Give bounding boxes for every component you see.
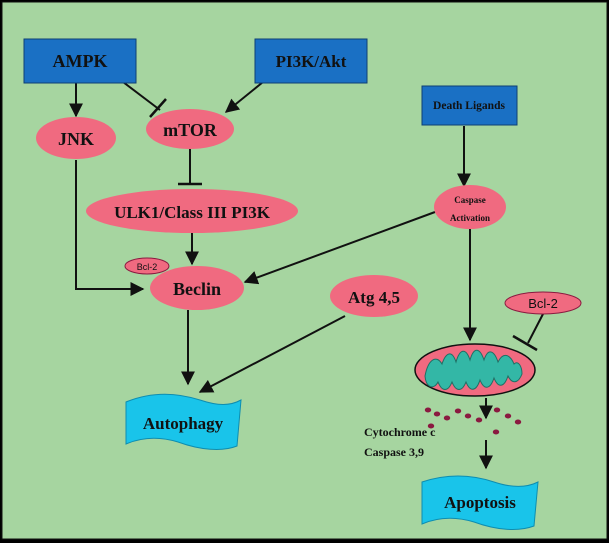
inhibit-ampk-mtor-bar — [149, 98, 167, 118]
cytochrome-label: Cytochrome c — [364, 425, 436, 439]
node-atg: Atg 4,5 — [330, 275, 418, 317]
connectors — [69, 81, 544, 470]
banner-autophagy: Autophagy — [125, 393, 242, 450]
apoptosis-label: Apoptosis — [444, 493, 516, 512]
node-ampk: AMPK — [23, 38, 137, 84]
caspase-label-line1: Caspase — [454, 195, 486, 205]
inhibit-bcl2-mito — [527, 313, 544, 344]
arrow-caspase-beclin — [243, 211, 436, 285]
bcl2-right-label: Bcl-2 — [528, 296, 558, 311]
ulk1-label: ULK1/Class III PI3K — [114, 203, 271, 222]
node-caspase-activation: Caspase Activation — [434, 185, 506, 229]
mtor-label: mTOR — [163, 120, 218, 140]
banner-apoptosis: Apoptosis — [421, 475, 539, 530]
node-beclin: Beclin — [150, 266, 244, 310]
caspase39-label: Caspase 3,9 — [364, 445, 424, 459]
node-pi3k-akt: PI3K/Akt — [254, 38, 368, 84]
arrow-pi3k-mtor — [224, 81, 264, 113]
node-mtor: mTOR — [146, 109, 234, 149]
arrow-atg-autophagy — [198, 315, 346, 393]
cytochrome-dots — [424, 407, 522, 435]
bcl2-small-label: Bcl-2 — [137, 262, 158, 272]
caspase-label-line2: Activation — [450, 213, 490, 223]
jnk-label: JNK — [58, 129, 94, 149]
inhibit-bcl2-mito-bar — [512, 334, 538, 352]
node-death-ligands: Death Ligands — [421, 85, 518, 126]
atg-label: Atg 4,5 — [348, 288, 400, 307]
death-ligands-label: Death Ligands — [433, 100, 505, 112]
inhibit-ampk-mtor — [122, 81, 161, 111]
beclin-label: Beclin — [173, 279, 221, 299]
node-bcl2-small: Bcl-2 — [124, 257, 170, 275]
node-bcl2-right: Bcl-2 — [504, 291, 582, 315]
pi3k-akt-label: PI3K/Akt — [276, 52, 347, 71]
arrow-jnk-beclin — [75, 160, 145, 296]
mitochondrion-icon — [414, 343, 536, 397]
autophagy-label: Autophagy — [143, 414, 224, 433]
node-jnk: JNK — [36, 117, 116, 159]
node-ulk1: ULK1/Class III PI3K — [86, 189, 298, 233]
ampk-label: AMPK — [53, 51, 108, 71]
